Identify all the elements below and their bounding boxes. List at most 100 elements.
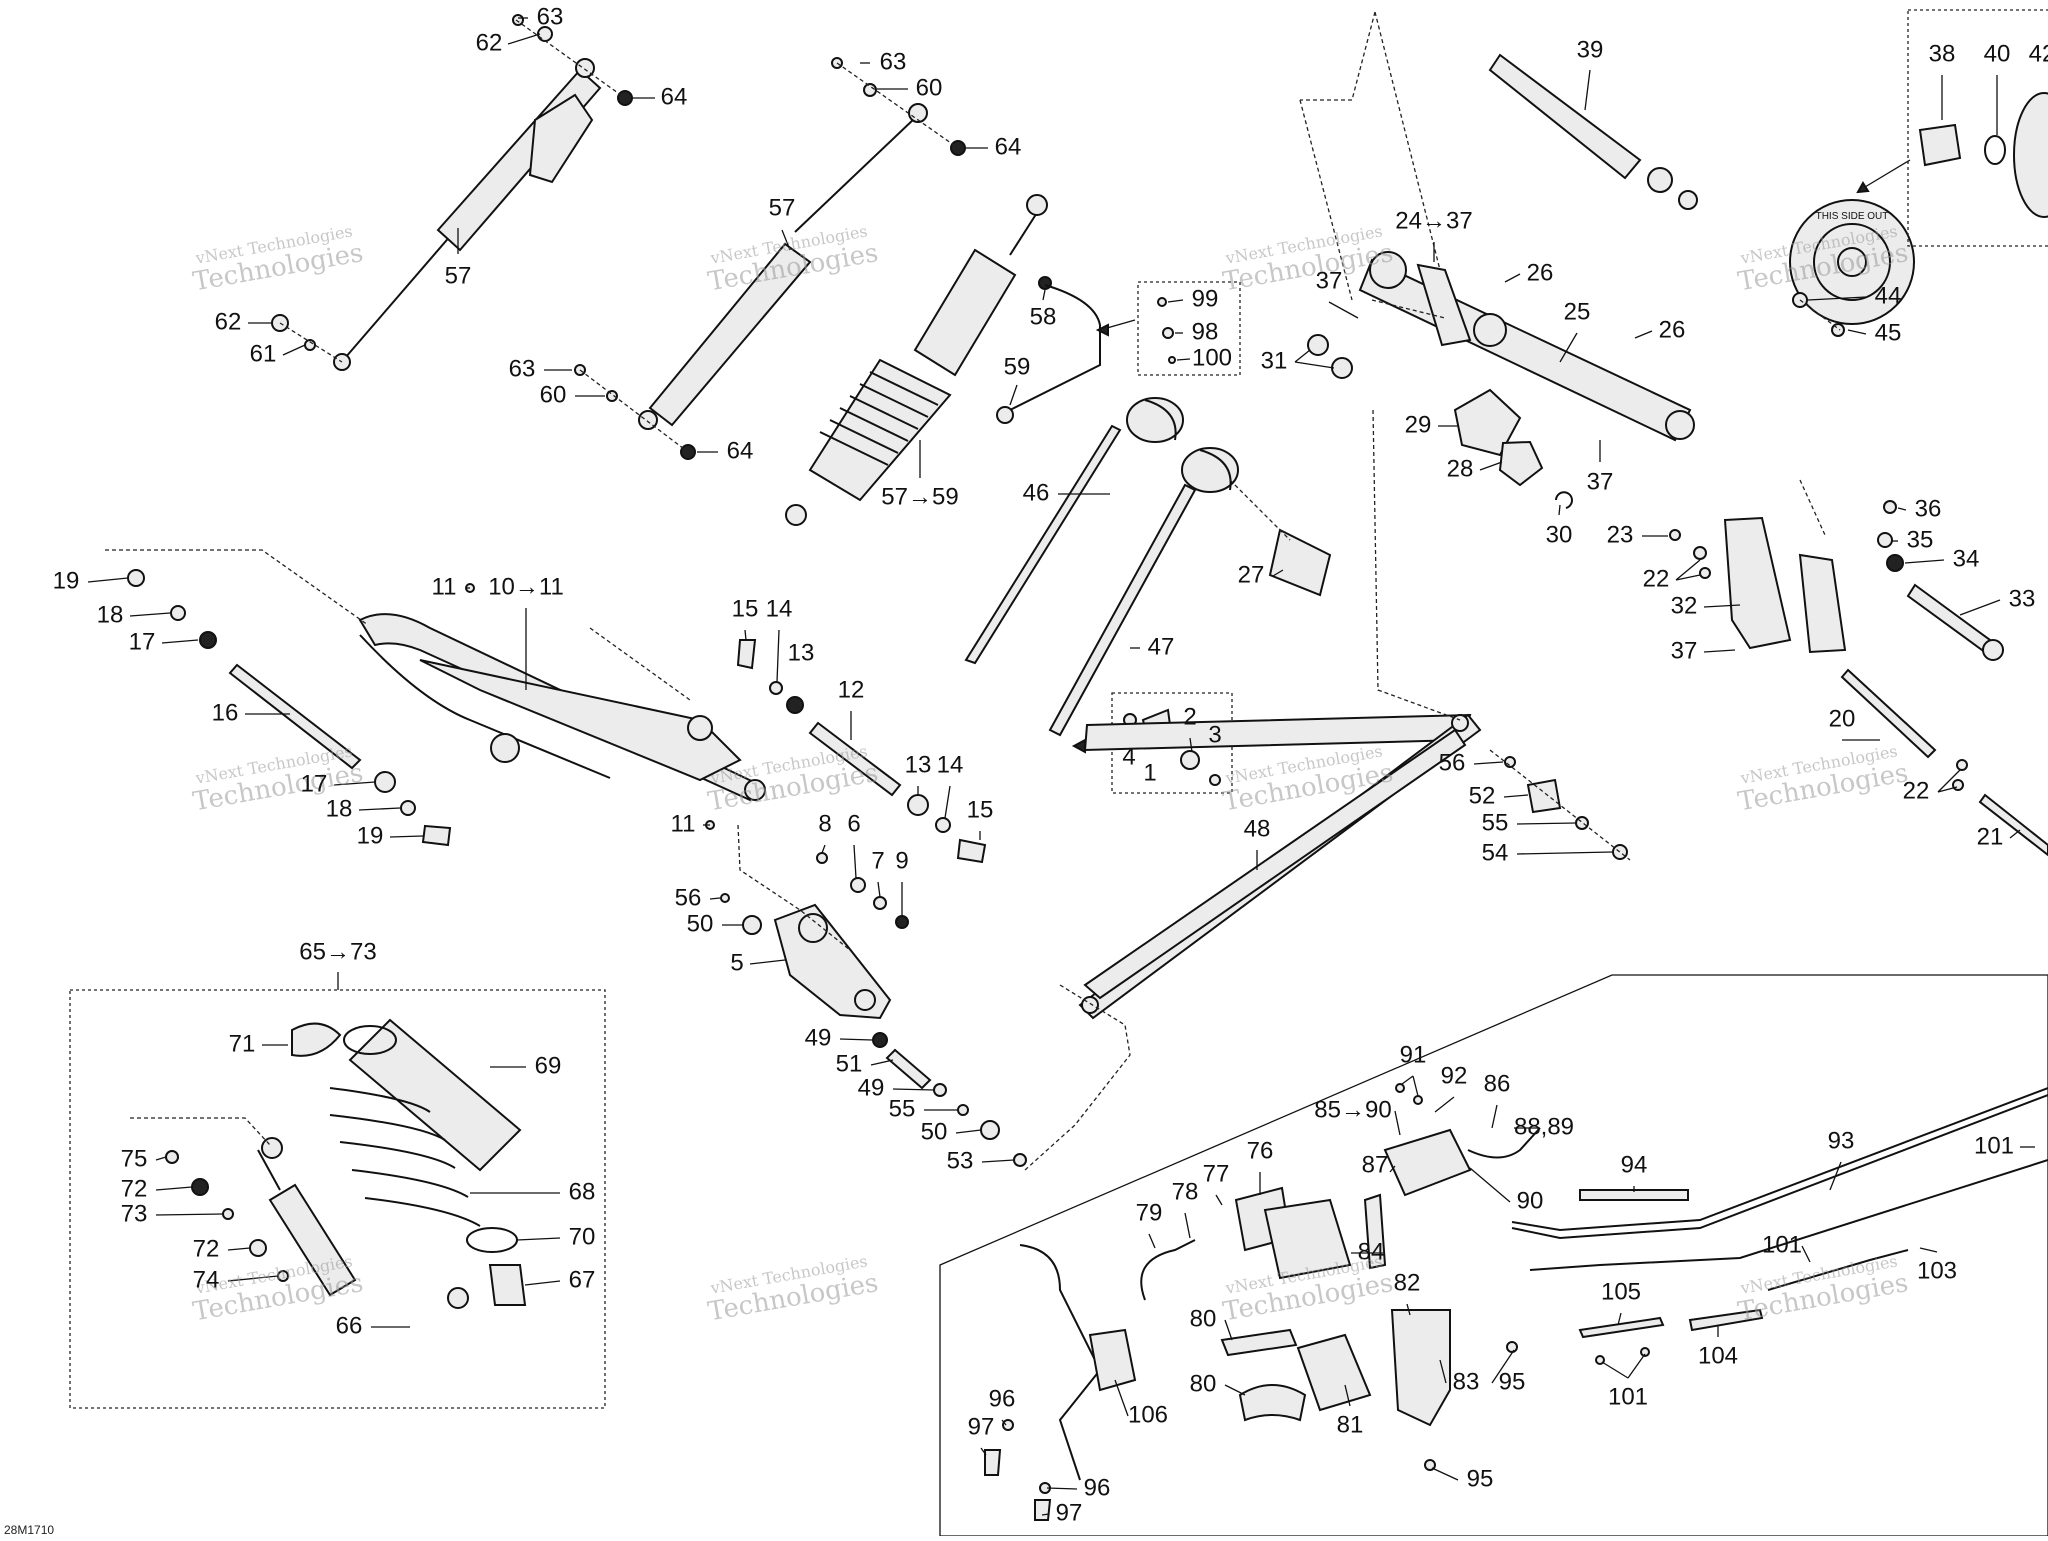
callout-label-78: 78 — [1172, 1178, 1199, 1205]
shaft-16 — [127, 569, 452, 847]
callout-label-61: 61 — [250, 340, 277, 367]
callout-label-20: 20 — [1829, 705, 1856, 732]
callout-label-97a: 97 — [968, 1413, 995, 1440]
callout-label-14b: 14 — [937, 751, 964, 778]
bracket-assembly-32-37 — [1669, 479, 2048, 857]
callout-label-56a: 56 — [1439, 749, 1466, 776]
callout-label-42: 42 — [2029, 40, 2048, 67]
callout-label-27: 27 — [1238, 561, 1265, 588]
callout-label-69: 69 — [535, 1052, 562, 1079]
link-bar-48 — [1024, 409, 1631, 1171]
callout-label-88_89: 88,89 — [1514, 1113, 1574, 1140]
callout-label-51: 51 — [836, 1050, 863, 1077]
drawing-code: 28M1710 — [4, 1523, 54, 1536]
callout-label-66: 66 — [336, 1312, 363, 1339]
callout-label-75: 75 — [121, 1145, 148, 1172]
callout-label-6: 6 — [847, 810, 860, 837]
callout-label-11a: 11 — [432, 573, 457, 600]
callout-label-54: 54 — [1482, 839, 1509, 866]
callout-label-64b: 64 — [995, 133, 1022, 160]
callout-label-79: 79 — [1136, 1199, 1163, 1226]
callout-label-9: 9 — [895, 847, 908, 874]
callout-label-33: 33 — [2009, 585, 2036, 612]
callout-label-101a: 101 — [1974, 1132, 2014, 1159]
callout-label-96a: 96 — [989, 1385, 1016, 1412]
callout-labels: 636264576261636064575899981005957→596360… — [53, 3, 2048, 1526]
callout-label-40: 40 — [1984, 40, 2011, 67]
bracket-5 — [720, 824, 1027, 1167]
callout-label-39: 39 — [1577, 36, 1604, 63]
callout-label-67: 67 — [569, 1266, 596, 1293]
callout-label-105: 105 — [1601, 1278, 1641, 1305]
callout-label-87: 87 — [1362, 1151, 1389, 1178]
callout-label-58: 58 — [1030, 303, 1057, 330]
callout-label-3: 3 — [1208, 721, 1221, 748]
shaft-12 — [736, 639, 987, 864]
callout-label-15b: 15 — [967, 796, 994, 823]
callout-label-8: 8 — [818, 810, 831, 837]
callout-label-72a: 72 — [121, 1175, 148, 1202]
callout-label-13b: 13 — [905, 751, 932, 778]
callout-label-26b: 26 — [1659, 316, 1686, 343]
callout-label-53: 53 — [947, 1147, 974, 1174]
callout-label-62a: 62 — [476, 29, 503, 56]
callout-label-31: 31 — [1261, 347, 1288, 374]
callout-label-100: 100 — [1192, 344, 1232, 371]
callout-label-7: 7 — [871, 847, 884, 874]
shock-absorber-57-middle — [574, 57, 966, 460]
callout-label-92: 92 — [1441, 1062, 1468, 1089]
shock-kit-65-73 — [69, 989, 606, 1409]
callout-label-91: 91 — [1400, 1041, 1427, 1068]
callout-label-37b: 37 — [1587, 468, 1614, 495]
callout-label-71: 71 — [229, 1030, 256, 1057]
callout-label-49a: 49 — [805, 1024, 832, 1051]
callout-label-103: 103 — [1917, 1257, 1957, 1284]
callout-label-14a: 14 — [766, 595, 793, 622]
front-arm-10-11 — [105, 549, 766, 830]
callout-label-34: 34 — [1953, 545, 1980, 572]
callout-label-1: 1 — [1143, 759, 1156, 786]
callout-label-106: 106 — [1128, 1401, 1168, 1428]
callout-label-22b: 22 — [1903, 777, 1930, 804]
callout-label-63a: 63 — [537, 3, 564, 30]
callout-label-101c: 101 — [1608, 1383, 1648, 1410]
callout-label-46: 46 — [1023, 479, 1050, 506]
callout-label-25: 25 — [1564, 298, 1591, 325]
callout-label-50b: 50 — [921, 1118, 948, 1145]
callout-label-18a: 18 — [97, 601, 124, 628]
callout-label-52: 52 — [1469, 782, 1496, 809]
pads-28-30 — [1453, 388, 1573, 509]
callout-label-81: 81 — [1337, 1411, 1364, 1438]
callout-label-85to90: 85→90 — [1314, 1096, 1391, 1123]
callout-label-63b: 63 — [880, 48, 907, 75]
callout-label-74: 74 — [193, 1266, 220, 1293]
callout-label-56b: 56 — [675, 884, 702, 911]
fitting-kit-98-100 — [1095, 281, 1241, 376]
callout-label-16: 16 — [212, 699, 239, 726]
callout-label-60b: 60 — [540, 381, 567, 408]
callout-label-98: 98 — [1192, 318, 1219, 345]
callout-label-21: 21 — [1977, 823, 2004, 850]
callout-label-28: 28 — [1447, 455, 1474, 482]
callout-label-49b: 49 — [858, 1074, 885, 1101]
callout-label-19a: 19 — [53, 567, 80, 594]
callout-label-57a: 57 — [445, 262, 472, 289]
torsion-spring-46-47 — [964, 397, 1332, 737]
callout-label-80a: 80 — [1190, 1305, 1217, 1332]
callout-label-2: 2 — [1183, 703, 1196, 730]
callout-label-73: 73 — [121, 1200, 148, 1227]
callout-label-38: 38 — [1929, 40, 1956, 67]
shock-absorber-assembly-57-59 — [785, 194, 1101, 526]
callout-label-70: 70 — [569, 1223, 596, 1250]
callout-label-97b: 97 — [1056, 1499, 1083, 1526]
callout-label-83: 83 — [1453, 1368, 1480, 1395]
callout-label-65to73: 65→73 — [299, 938, 376, 965]
wheel-side-marking: THIS SIDE OUT — [1816, 211, 1889, 222]
callout-label-90: 90 — [1517, 1187, 1544, 1214]
callout-label-64c: 64 — [727, 437, 754, 464]
callout-label-57b: 57 — [769, 194, 796, 221]
callout-label-36: 36 — [1915, 495, 1942, 522]
